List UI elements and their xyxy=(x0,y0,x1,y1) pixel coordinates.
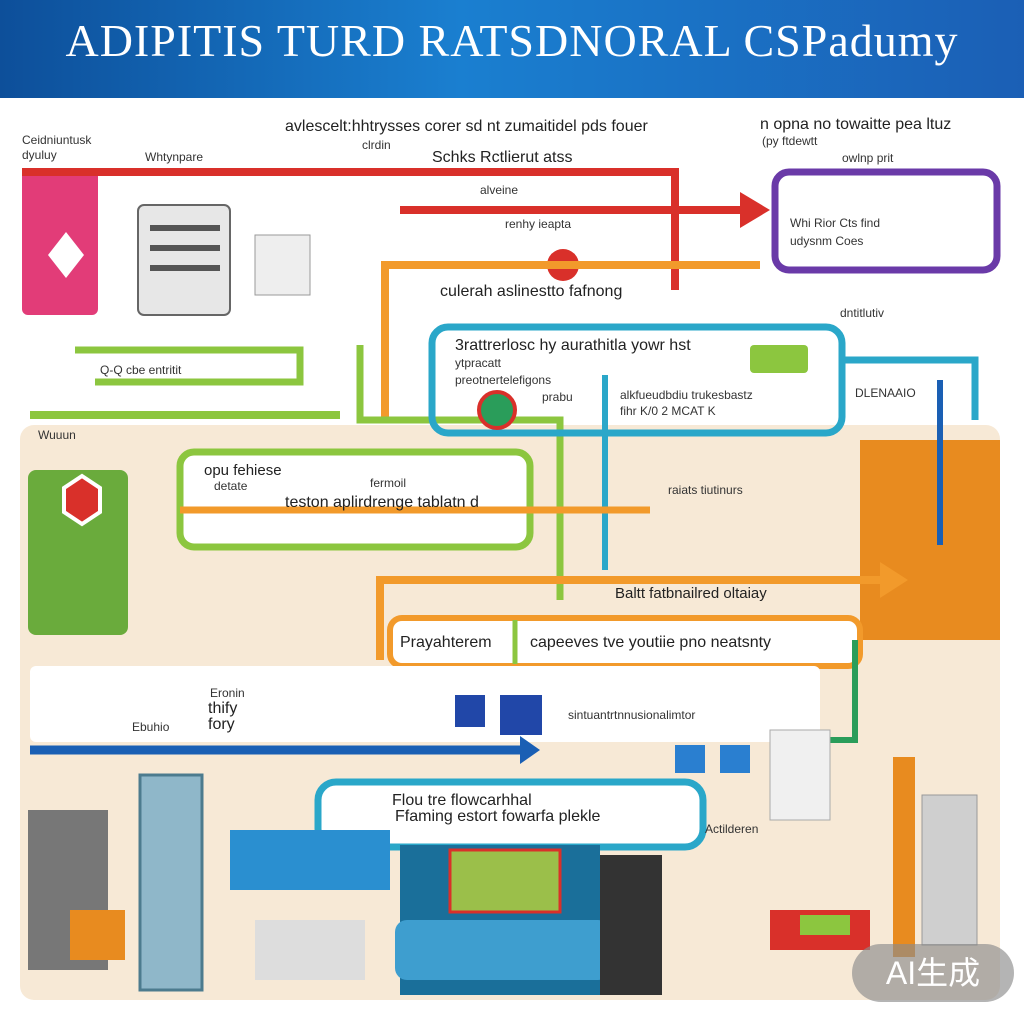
label-top-right-3: owlnp prit xyxy=(842,151,894,165)
blue-panel-icon xyxy=(455,695,485,727)
center-right-label: DLENAAIO xyxy=(855,386,916,400)
orange-box-right-text: capeeves tve youtiie pno neatsnty xyxy=(530,634,772,651)
purple-box xyxy=(771,168,1001,274)
chair-icon xyxy=(70,910,125,960)
label-top-center-4: alveine xyxy=(480,183,519,197)
printer-line-icon xyxy=(150,265,220,271)
orange-flow-line xyxy=(381,261,760,420)
page-title: ADIPITIS TURD RATSDNORAL CSPadumy xyxy=(65,15,959,66)
blue-box-line-2: Ffaming estort fowarfa plekle xyxy=(395,808,601,825)
orange-box-left-text: Prayahterem xyxy=(400,634,492,651)
ai-watermark: AI生成 xyxy=(852,944,1014,1002)
orange-bar-line xyxy=(376,576,880,660)
document-icon xyxy=(769,729,831,821)
teal-connector-line xyxy=(842,356,979,420)
green-box-line-2: detate xyxy=(214,479,248,493)
globe-icon xyxy=(477,390,517,430)
label-top-center-6: culerah aslinestto fafnong xyxy=(440,283,623,300)
title-banner xyxy=(0,0,1024,98)
label-top-left-c: Whtynpare xyxy=(145,150,204,164)
green-return-line xyxy=(830,640,858,743)
sofa-icon xyxy=(395,920,610,980)
label-top-center-2: clrdin xyxy=(362,138,391,152)
orange-arrowhead-icon xyxy=(880,562,908,598)
blue-arrowhead-icon xyxy=(520,736,540,764)
lower-label-2: thify xyxy=(208,700,238,717)
red-flow-line xyxy=(22,168,679,290)
green-box-line-4: teston aplirdrenge tablatn d xyxy=(285,494,479,511)
green-block xyxy=(28,470,128,635)
label-top-center-3: Schks Rctlierut atss xyxy=(432,149,573,166)
lower-label-3: fory xyxy=(208,716,235,733)
window-icon xyxy=(675,745,705,773)
painting-icon xyxy=(448,848,562,914)
speaker-icon xyxy=(600,855,662,995)
orange-block xyxy=(860,440,1000,640)
stop-sign-icon xyxy=(62,473,102,527)
blue-box-line-1: Flou tre flowcarhhal xyxy=(392,792,532,809)
label-top-right-1: n opna no towaitte pea ltuz xyxy=(760,116,952,133)
printer-line-icon xyxy=(150,225,220,231)
label-left-mid-2: Wuuun xyxy=(38,428,76,442)
bookshelf-icon xyxy=(138,773,204,992)
green-bracket-line xyxy=(75,346,304,386)
green-box-line-1: opu fehiese xyxy=(204,462,282,479)
orange-bar-label: Baltt fatbnailred oltaiay xyxy=(615,585,767,602)
teal-box-line-5: alkfueudbdiu trukesbastz xyxy=(620,388,753,402)
teal-box-line-6: fihr K/0 2 MCAT K xyxy=(620,404,716,418)
diamond-icon xyxy=(48,232,84,278)
lower-label-1: Eronin xyxy=(210,686,245,700)
teal-box-line-1: 3rattrerlosc hy aurathitla yowr hst xyxy=(455,337,691,354)
door-icon xyxy=(921,794,978,946)
label-top-right-2: (py ftdewtt xyxy=(762,134,818,148)
green-box-line-3: fermoil xyxy=(370,476,407,490)
center-mid-label: raiats tiutinurs xyxy=(668,483,743,497)
lower-side-label: Actilderen xyxy=(705,822,759,836)
counter-icon xyxy=(230,830,390,890)
label-top-center-5: renhy ieapta xyxy=(505,217,572,231)
label-top-left-b: dyuluy xyxy=(22,148,57,162)
printer-icon xyxy=(137,204,231,316)
desk-top-icon xyxy=(800,915,850,935)
window-icon xyxy=(720,745,750,773)
green-box xyxy=(176,448,534,551)
shelf-icon xyxy=(893,757,915,957)
green-badge xyxy=(750,345,808,373)
blue-panel-icon xyxy=(500,695,542,735)
lower-label-5: sintuantrtnnusionalimtor xyxy=(568,708,696,722)
purple-box-line-2: udysnm Coes xyxy=(790,234,864,248)
printer-line-icon xyxy=(150,245,220,251)
red-arrowhead-icon xyxy=(740,192,770,228)
center-top-label: dntitlutiv xyxy=(840,306,885,320)
lower-label-4: Ebuhio xyxy=(132,720,170,734)
teal-box-line-2: ytpracatt xyxy=(455,356,502,370)
teal-box xyxy=(428,323,846,437)
purple-box-line-1: Whi Rior Cts find xyxy=(790,216,881,230)
lower-white-panel xyxy=(30,666,820,742)
building-icon xyxy=(254,234,311,296)
label-left-mid-1: Q-Q cbe entritit xyxy=(100,363,182,377)
label-top-left-a: Ceidniuntusk xyxy=(22,133,92,147)
label-top-center-1: avlescelt:hhtrysses corer sd nt zumaitid… xyxy=(285,118,648,135)
teal-box-line-3: preotnertelefigons xyxy=(455,373,552,387)
teal-box-line-4: prabu xyxy=(542,390,573,404)
table-icon xyxy=(255,920,365,980)
